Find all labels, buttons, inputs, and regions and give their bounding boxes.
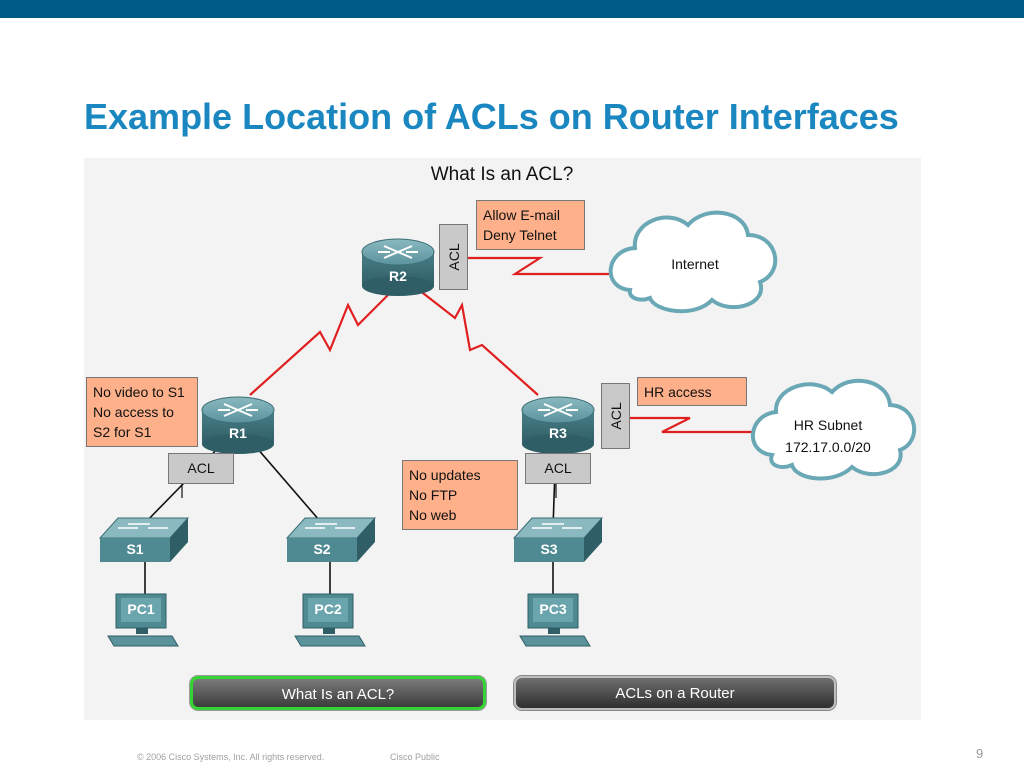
slide-title: Example Location of ACLs on Router Inter… <box>84 96 899 137</box>
page-number: 9 <box>976 746 984 761</box>
note-r2-line: Deny Telnet <box>483 227 557 243</box>
router-r1-icon <box>201 396 275 454</box>
hr-subnet-name: HR Subnet <box>793 417 863 433</box>
internet-cloud-icon <box>608 210 778 314</box>
link-r2-r3 <box>409 282 539 396</box>
note-r3-line: No updates <box>409 467 481 483</box>
footer-classification: Cisco Public <box>390 752 440 762</box>
switch-s2-label: S2 <box>313 541 331 557</box>
link-r3-hr <box>630 416 757 434</box>
link-r2-r1 <box>249 282 401 396</box>
pc-pc1-label: PC1 <box>127 601 155 617</box>
acl-r1-box: ACL <box>168 453 234 484</box>
hr-cloud-icon <box>751 378 917 481</box>
acl-r2-box: ACL <box>439 224 468 290</box>
footer-copyright: © 2006 Cisco Systems, Inc. All rights re… <box>137 752 325 762</box>
router-r3-icon <box>521 396 595 454</box>
pc-pc2-label: PC2 <box>314 601 342 617</box>
note-r3-rules: No updates No FTP No web <box>402 460 518 530</box>
router-r1-label: R1 <box>229 425 247 441</box>
hr-subnet-address: 172.17.0.0/20 <box>785 439 871 455</box>
link-r1-s2 <box>249 439 327 529</box>
switch-s1-icon <box>98 517 190 562</box>
note-r1-line: S2 for S1 <box>93 424 152 440</box>
note-hr-line: HR access <box>644 384 712 400</box>
pc-pc2-icon <box>294 593 366 647</box>
acl-r3-hr-label: ACL <box>607 402 624 430</box>
router-r3-label: R3 <box>549 425 567 441</box>
switch-s2-icon <box>285 517 377 562</box>
router-r2-label: R2 <box>389 268 407 284</box>
note-r2-rules: Allow E-mail Deny Telnet <box>476 200 585 250</box>
router-r2-icon <box>361 238 435 296</box>
pc-pc3-icon <box>519 593 591 647</box>
note-r1-line: No video to S1 <box>93 384 185 400</box>
switch-s3-icon <box>512 517 604 562</box>
note-r3-line: No web <box>409 507 457 523</box>
acl-r3-box: ACL <box>525 453 591 484</box>
switch-s3-label: S3 <box>540 541 558 557</box>
top-bar <box>0 0 1024 18</box>
note-hr-access: HR access <box>637 377 747 406</box>
note-r1-rules: No video to S1 No access to S2 for S1 <box>86 377 198 447</box>
acl-r2-label: ACL <box>445 243 462 271</box>
diagram-title: What Is an ACL? <box>430 164 574 185</box>
internet-label: Internet <box>671 256 719 272</box>
note-r1-line: No access to <box>93 404 174 420</box>
switch-s1-label: S1 <box>126 541 144 557</box>
note-r2-line: Allow E-mail <box>483 207 561 223</box>
acls-on-router-button[interactable]: ACLs on a Router <box>514 676 836 710</box>
link-r2-internet <box>468 256 615 276</box>
pc-pc1-icon <box>107 593 179 647</box>
note-r3-line: No FTP <box>409 487 458 503</box>
acl-r3-hr-box: ACL <box>601 383 630 449</box>
what-is-acl-button[interactable]: What Is an ACL? <box>190 676 486 710</box>
pc-pc3-label: PC3 <box>539 601 567 617</box>
